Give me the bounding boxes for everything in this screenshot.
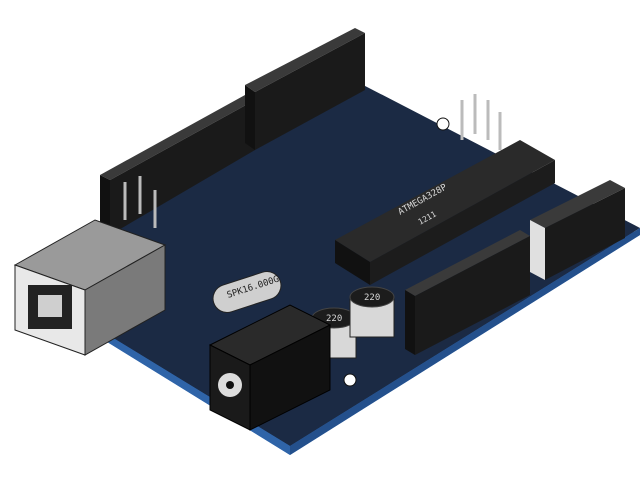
female-header-right bbox=[530, 180, 625, 280]
electrolytic-capacitor: 220 bbox=[349, 286, 395, 338]
capacitor-label: 220 bbox=[326, 314, 342, 324]
crystal-oscillator: SPK16.000G bbox=[212, 271, 282, 313]
mount-hole bbox=[343, 373, 357, 387]
icsp-pin-header bbox=[123, 94, 502, 228]
female-header-bottom-right bbox=[405, 230, 530, 355]
usb-b-connector bbox=[13, 219, 167, 356]
atmega-dip-chip: ATMEGA328P 1211 bbox=[335, 140, 555, 285]
capacitor-label: 220 bbox=[364, 293, 380, 303]
dc-barrel-jack bbox=[208, 304, 332, 431]
mount-hole bbox=[436, 117, 450, 131]
female-header-top-right bbox=[245, 28, 365, 150]
female-header-top-left bbox=[100, 95, 255, 235]
